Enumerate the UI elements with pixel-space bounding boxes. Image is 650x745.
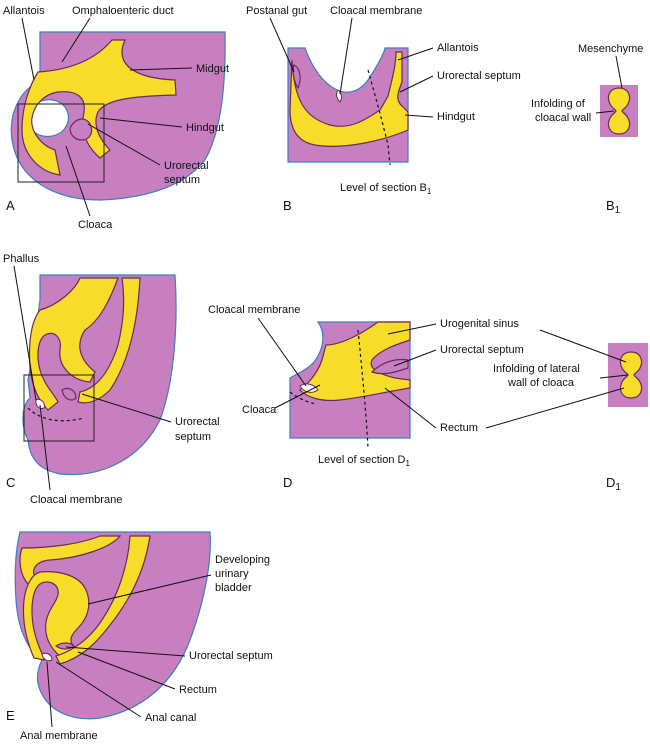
- panel-b-letter: B: [283, 198, 292, 213]
- label-infolding-b1-line2: cloacal wall: [535, 112, 591, 124]
- label-anal-membrane: Anal membrane: [20, 730, 98, 742]
- label-infolding-d1-line1: Infolding of lateral: [493, 363, 580, 375]
- panel-c-future-partition: [27, 407, 85, 422]
- panel-b1: B1 Mesenchyme Infolding of cloacal wall: [531, 43, 643, 216]
- panel-a-letter: A: [6, 198, 15, 213]
- panel-c-gut-endoderm: [28, 277, 119, 411]
- label-hindgut-b: Hindgut: [437, 111, 475, 123]
- label-infolding-d1-line2: wall of cloaca: [507, 377, 575, 389]
- panel-b-level-of-section-line: [367, 69, 391, 166]
- panel-a: A Allantois Omphaloenteric duct Midgut H…: [3, 5, 229, 231]
- label-cloaca-a: Cloaca: [78, 219, 113, 231]
- panel-b1-infolded-lumen: [607, 87, 631, 135]
- label-allantois: Allantois: [3, 5, 45, 17]
- panel-e-bladder-endoderm: [22, 571, 90, 661]
- panel-d-level-of-section-line: [357, 329, 369, 449]
- label-rectum-d: Rectum: [440, 422, 478, 434]
- label-bladder-line1: Developing: [215, 554, 270, 566]
- panel-c-magnified-region-box: [23, 374, 95, 442]
- label-level-of-section-b: Level of section B1: [340, 182, 432, 196]
- label-urorectal-septum-c-line2: septum: [175, 431, 211, 443]
- panel-e-allantois-endoderm: [19, 535, 122, 585]
- label-bladder-line2: urinary: [215, 568, 249, 580]
- label-bladder-line3: bladder: [215, 582, 252, 594]
- panel-e-urorectal-septum-fold: [54, 642, 75, 650]
- label-urorectal-septum-e: Urorectal septum: [189, 650, 273, 662]
- panel-b-gut-endoderm: [289, 51, 409, 147]
- label-midgut: Midgut: [196, 63, 229, 75]
- label-cloacal-membrane-d: Cloacal membrane: [208, 304, 300, 316]
- label-rectum-e: Rectum: [179, 684, 217, 696]
- label-omphaloenteric-duct: Omphaloenteric duct: [72, 5, 174, 17]
- panel-d1-infolded-lumen: [619, 351, 643, 399]
- label-phallus: Phallus: [3, 253, 40, 265]
- panel-b1-letter: B1: [606, 198, 621, 216]
- panel-c-cloacal-membrane: [35, 399, 45, 409]
- label-urorectal-septum-a-line2: septum: [164, 174, 200, 186]
- label-infolding-b1-line1: Infolding of: [531, 98, 586, 110]
- label-mesenchyme: Mesenchyme: [578, 43, 643, 55]
- label-anal-canal: Anal canal: [145, 712, 196, 724]
- panel-a-hindgut-lumen: [69, 118, 93, 141]
- panel-d-future-partition: [289, 391, 317, 405]
- panel-e-anal-membrane: [41, 652, 53, 662]
- panel-c-hindgut-lumen: [61, 387, 77, 401]
- label-cloacal-membrane-c: Cloacal membrane: [30, 494, 122, 506]
- label-hindgut: Hindgut: [186, 122, 224, 134]
- panel-a-magnified-region-box: [17, 103, 105, 183]
- label-allantois-b: Allantois: [437, 42, 479, 54]
- panel-d-urorectal-fold: [370, 358, 409, 375]
- label-postanal-gut: Postanal gut: [246, 5, 307, 17]
- panel-d: D Cloacal membrane Urogenital sinus Uror…: [208, 304, 524, 490]
- label-cloaca-d: Cloaca: [242, 404, 277, 416]
- panel-d-cloacal-membrane: [299, 383, 319, 393]
- label-urogenital-sinus: Urogenital sinus: [440, 318, 519, 330]
- panel-d1: D1 Infolding of lateral wall of cloaca: [485, 329, 648, 493]
- panel-d-gut-endoderm: [299, 321, 411, 402]
- panel-b: B Postanal gut Cloacal membrane Allantoi…: [246, 5, 521, 213]
- panel-c-letter: C: [6, 475, 15, 490]
- panel-a-embryo-lumen: [27, 99, 69, 138]
- label-cloacal-membrane-b: Cloacal membrane: [330, 5, 422, 17]
- panel-e-hindgut-endoderm: [55, 535, 151, 665]
- panel-d1-letter: D1: [606, 475, 621, 493]
- label-level-of-section-d: Level of section D1: [318, 454, 410, 468]
- panel-e: E Developing urinary bladder Urorectal s…: [6, 531, 273, 742]
- label-urorectal-septum-c-line1: Urorectal: [175, 416, 220, 428]
- label-urorectal-septum-d: Urorectal septum: [440, 344, 524, 356]
- panel-c-midgut-loop: [77, 277, 141, 404]
- panel-b-postanal-gut: [292, 64, 301, 90]
- panel-d-letter: D: [283, 475, 292, 490]
- label-urorectal-septum-b: Urorectal septum: [437, 70, 521, 82]
- label-urorectal-septum-a-line1: Urorectal: [164, 160, 209, 172]
- panel-e-letter: E: [6, 708, 15, 723]
- panel-c: C Phallus Urorectal septum Cloacal membr…: [3, 253, 220, 506]
